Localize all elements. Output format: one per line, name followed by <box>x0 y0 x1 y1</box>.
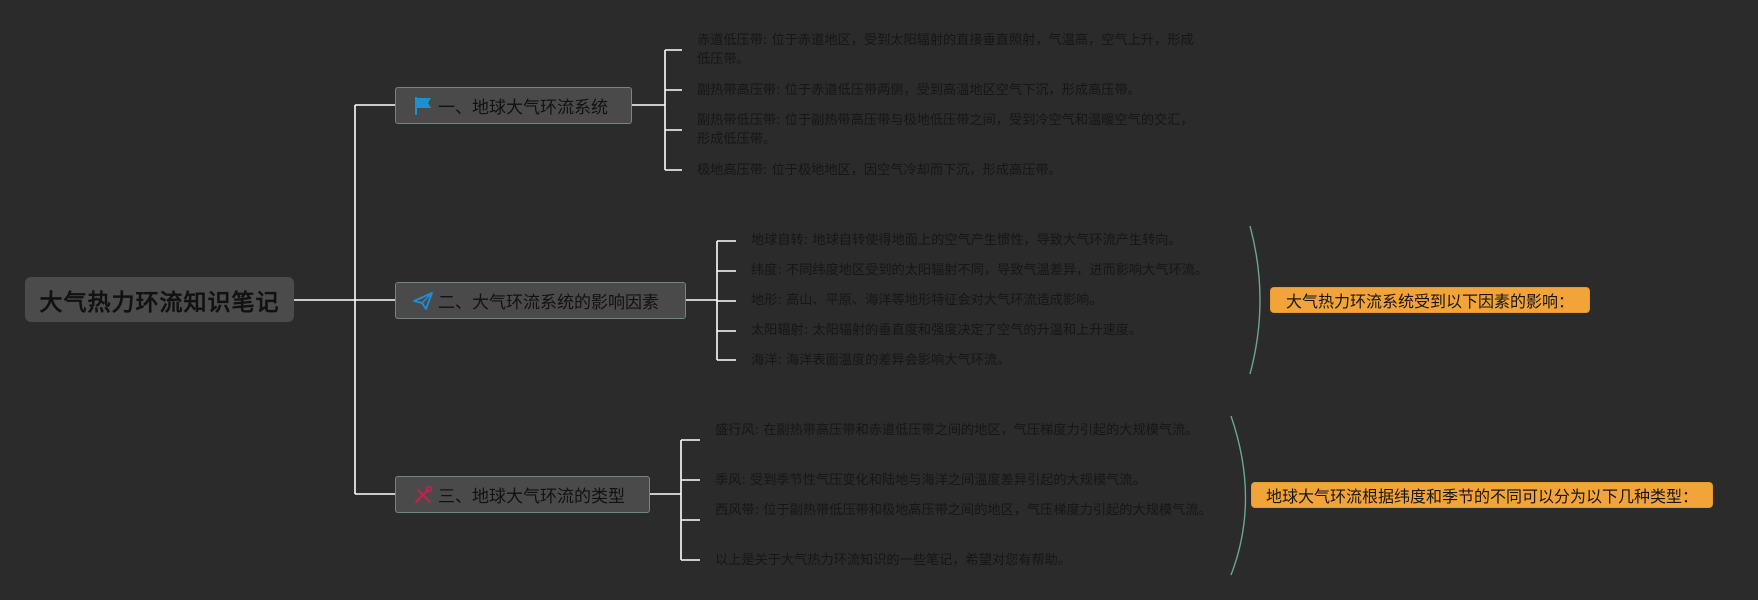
summary-label: 大气热力环流系统受到以下因素的影响： <box>1285 292 1574 311</box>
list-item: 太阳辐射: 太阳辐射的垂直度和强度决定了空气的升温和上升速度。 <box>751 323 1143 338</box>
list-item: 赤道低压带: 位于赤道地区，受到太阳辐射的直接垂直照射，气温高，空气上升，形成低… <box>697 33 1194 67</box>
summary-circulation-types[interactable]: 地球大气环流根据纬度和季节的不同可以分为以下几种类型： <box>1251 482 1713 508</box>
root-topic[interactable]: 大气热力环流知识笔记 <box>25 277 294 322</box>
branch-label: 二、大气环流系统的影响因素 <box>438 293 659 313</box>
list-item: 副热带低压带: 位于副热带高压带与极地低压带之间，受到冷空气和温暖空气的交汇，形… <box>697 113 1194 147</box>
list-item: 地球自转: 地球自转使得地面上的空气产生惯性，导致大气环流产生转向。 <box>751 233 1182 248</box>
summary-label: 地球大气环流根据纬度和季节的不同可以分为以下几种类型： <box>1265 487 1698 506</box>
list-item: 极地高压带: 位于极地地区，因空气冷却而下沉，形成高压带。 <box>697 163 1062 178</box>
flag-icon <box>412 95 434 117</box>
list-item: 盛行风: 在副热带高压带和赤道低压带之间的地区，气压梯度力引起的大规模气流。 <box>715 423 1199 438</box>
list-item: 海洋: 海洋表面温度的差异会影响大气环流。 <box>751 353 1011 368</box>
tools-icon <box>412 484 434 506</box>
branch-circulation-types[interactable]: 三、地球大气环流的类型 <box>395 476 650 513</box>
summary-influencing-factors[interactable]: 大气热力环流系统受到以下因素的影响： <box>1270 287 1590 313</box>
paper-plane-icon <box>412 290 434 312</box>
summary-bracket-2 <box>1249 225 1261 375</box>
branch-atmospheric-circulation-system[interactable]: 一、地球大气环流系统 <box>395 87 632 124</box>
list-item: 纬度: 不同纬度地区受到的太阳辐射不同，导致气温差异，进而影响大气环流。 <box>751 263 1209 278</box>
branch-label: 一、地球大气环流系统 <box>438 98 608 118</box>
list-item: 地形: 高山、平原、海洋等地形特征会对大气环流造成影响。 <box>751 293 1103 308</box>
branch-influencing-factors[interactable]: 二、大气环流系统的影响因素 <box>395 282 686 319</box>
list-item: 季风: 受到季节性气压变化和陆地与海洋之间温度差异引起的大规模气流。 <box>715 473 1146 488</box>
summary-bracket-3 <box>1230 415 1247 576</box>
list-item: 副热带高压带: 位于赤道低压带两侧，受到高温地区空气下沉，形成高压带。 <box>697 83 1141 98</box>
branch-label: 三、地球大气环流的类型 <box>438 487 625 507</box>
root-title: 大气热力环流知识笔记 <box>39 289 280 316</box>
list-item: 以上是关于大气热力环流知识的一些笔记，希望对您有帮助。 <box>715 553 1072 568</box>
list-item: 西风带: 位于副热带低压带和极地高压带之间的地区，气压梯度力引起的大规模气流。 <box>715 503 1212 518</box>
